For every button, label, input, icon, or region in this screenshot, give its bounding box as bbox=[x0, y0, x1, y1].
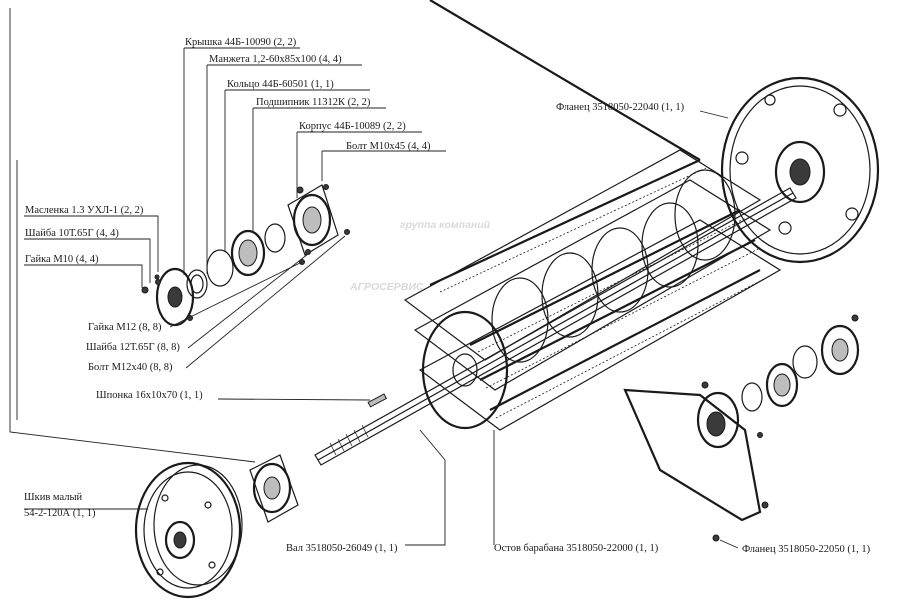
label-shaiba-10: Шайба 10Т.65Г (4, 4) bbox=[25, 228, 119, 239]
label-kryshka: Крышка 44Б-10090 (2, 2) bbox=[185, 37, 297, 48]
drum-frame bbox=[403, 0, 782, 431]
label-val: Вал 3518050-26049 (1, 1) bbox=[286, 543, 398, 554]
small-pulley bbox=[134, 454, 299, 599]
label-shkiv-1: Шкив малый bbox=[24, 492, 83, 503]
label-maslenka: Масленка 1.3 УХЛ-1 (2, 2) bbox=[25, 205, 144, 216]
label-bolt-m10: Болт М10х45 (4, 4) bbox=[346, 141, 431, 152]
label-gaika-m10: Гайка М10 (4, 4) bbox=[25, 254, 99, 265]
right-bearing-group bbox=[741, 314, 860, 412]
shaft bbox=[314, 187, 797, 466]
label-manzheta: Манжета 1,2-60х85х100 (4, 4) bbox=[209, 54, 342, 65]
label-shkiv-2: 54-2-120А (1, 1) bbox=[24, 508, 96, 519]
leader-lines bbox=[9, 8, 739, 549]
part-labels: Крышка 44Б-10090 (2, 2) Манжета 1,2-60х8… bbox=[24, 37, 871, 555]
label-korpus: Корпус 44Б-10089 (2, 2) bbox=[299, 121, 406, 132]
key-part bbox=[367, 393, 388, 408]
label-shponka: Шпонка 16х10х70 (1, 1) bbox=[96, 390, 203, 401]
label-podshipnik: Подшипник 11312К (2, 2) bbox=[256, 97, 371, 108]
label-bolt-m12: Болт М12х40 (8, 8) bbox=[88, 362, 173, 373]
watermark-line1: группа компаний bbox=[400, 219, 491, 231]
label-flanets-top: Фланец 3518050-22040 (1, 1) bbox=[556, 102, 685, 113]
flange-bottom bbox=[623, 381, 769, 542]
watermark: группа компаний АГРОСЕРВИС bbox=[349, 219, 491, 293]
label-ostov: Остов барабана 3518050-22000 (1, 1) bbox=[494, 543, 659, 554]
label-koltso: Кольцо 44Б-60501 (1, 1) bbox=[227, 79, 334, 90]
flange-top bbox=[720, 76, 880, 264]
left-bearing-stack bbox=[141, 184, 350, 327]
label-gaika-m12: Гайка М12 (8, 8) bbox=[88, 322, 162, 333]
watermark-line2: АГРОСЕРВИС bbox=[349, 281, 424, 293]
label-shaiba-12: Шайба 12Т.65Г (8, 8) bbox=[86, 342, 180, 353]
label-flanets-bottom: Фланец 3518050-22050 (1, 1) bbox=[742, 544, 871, 555]
